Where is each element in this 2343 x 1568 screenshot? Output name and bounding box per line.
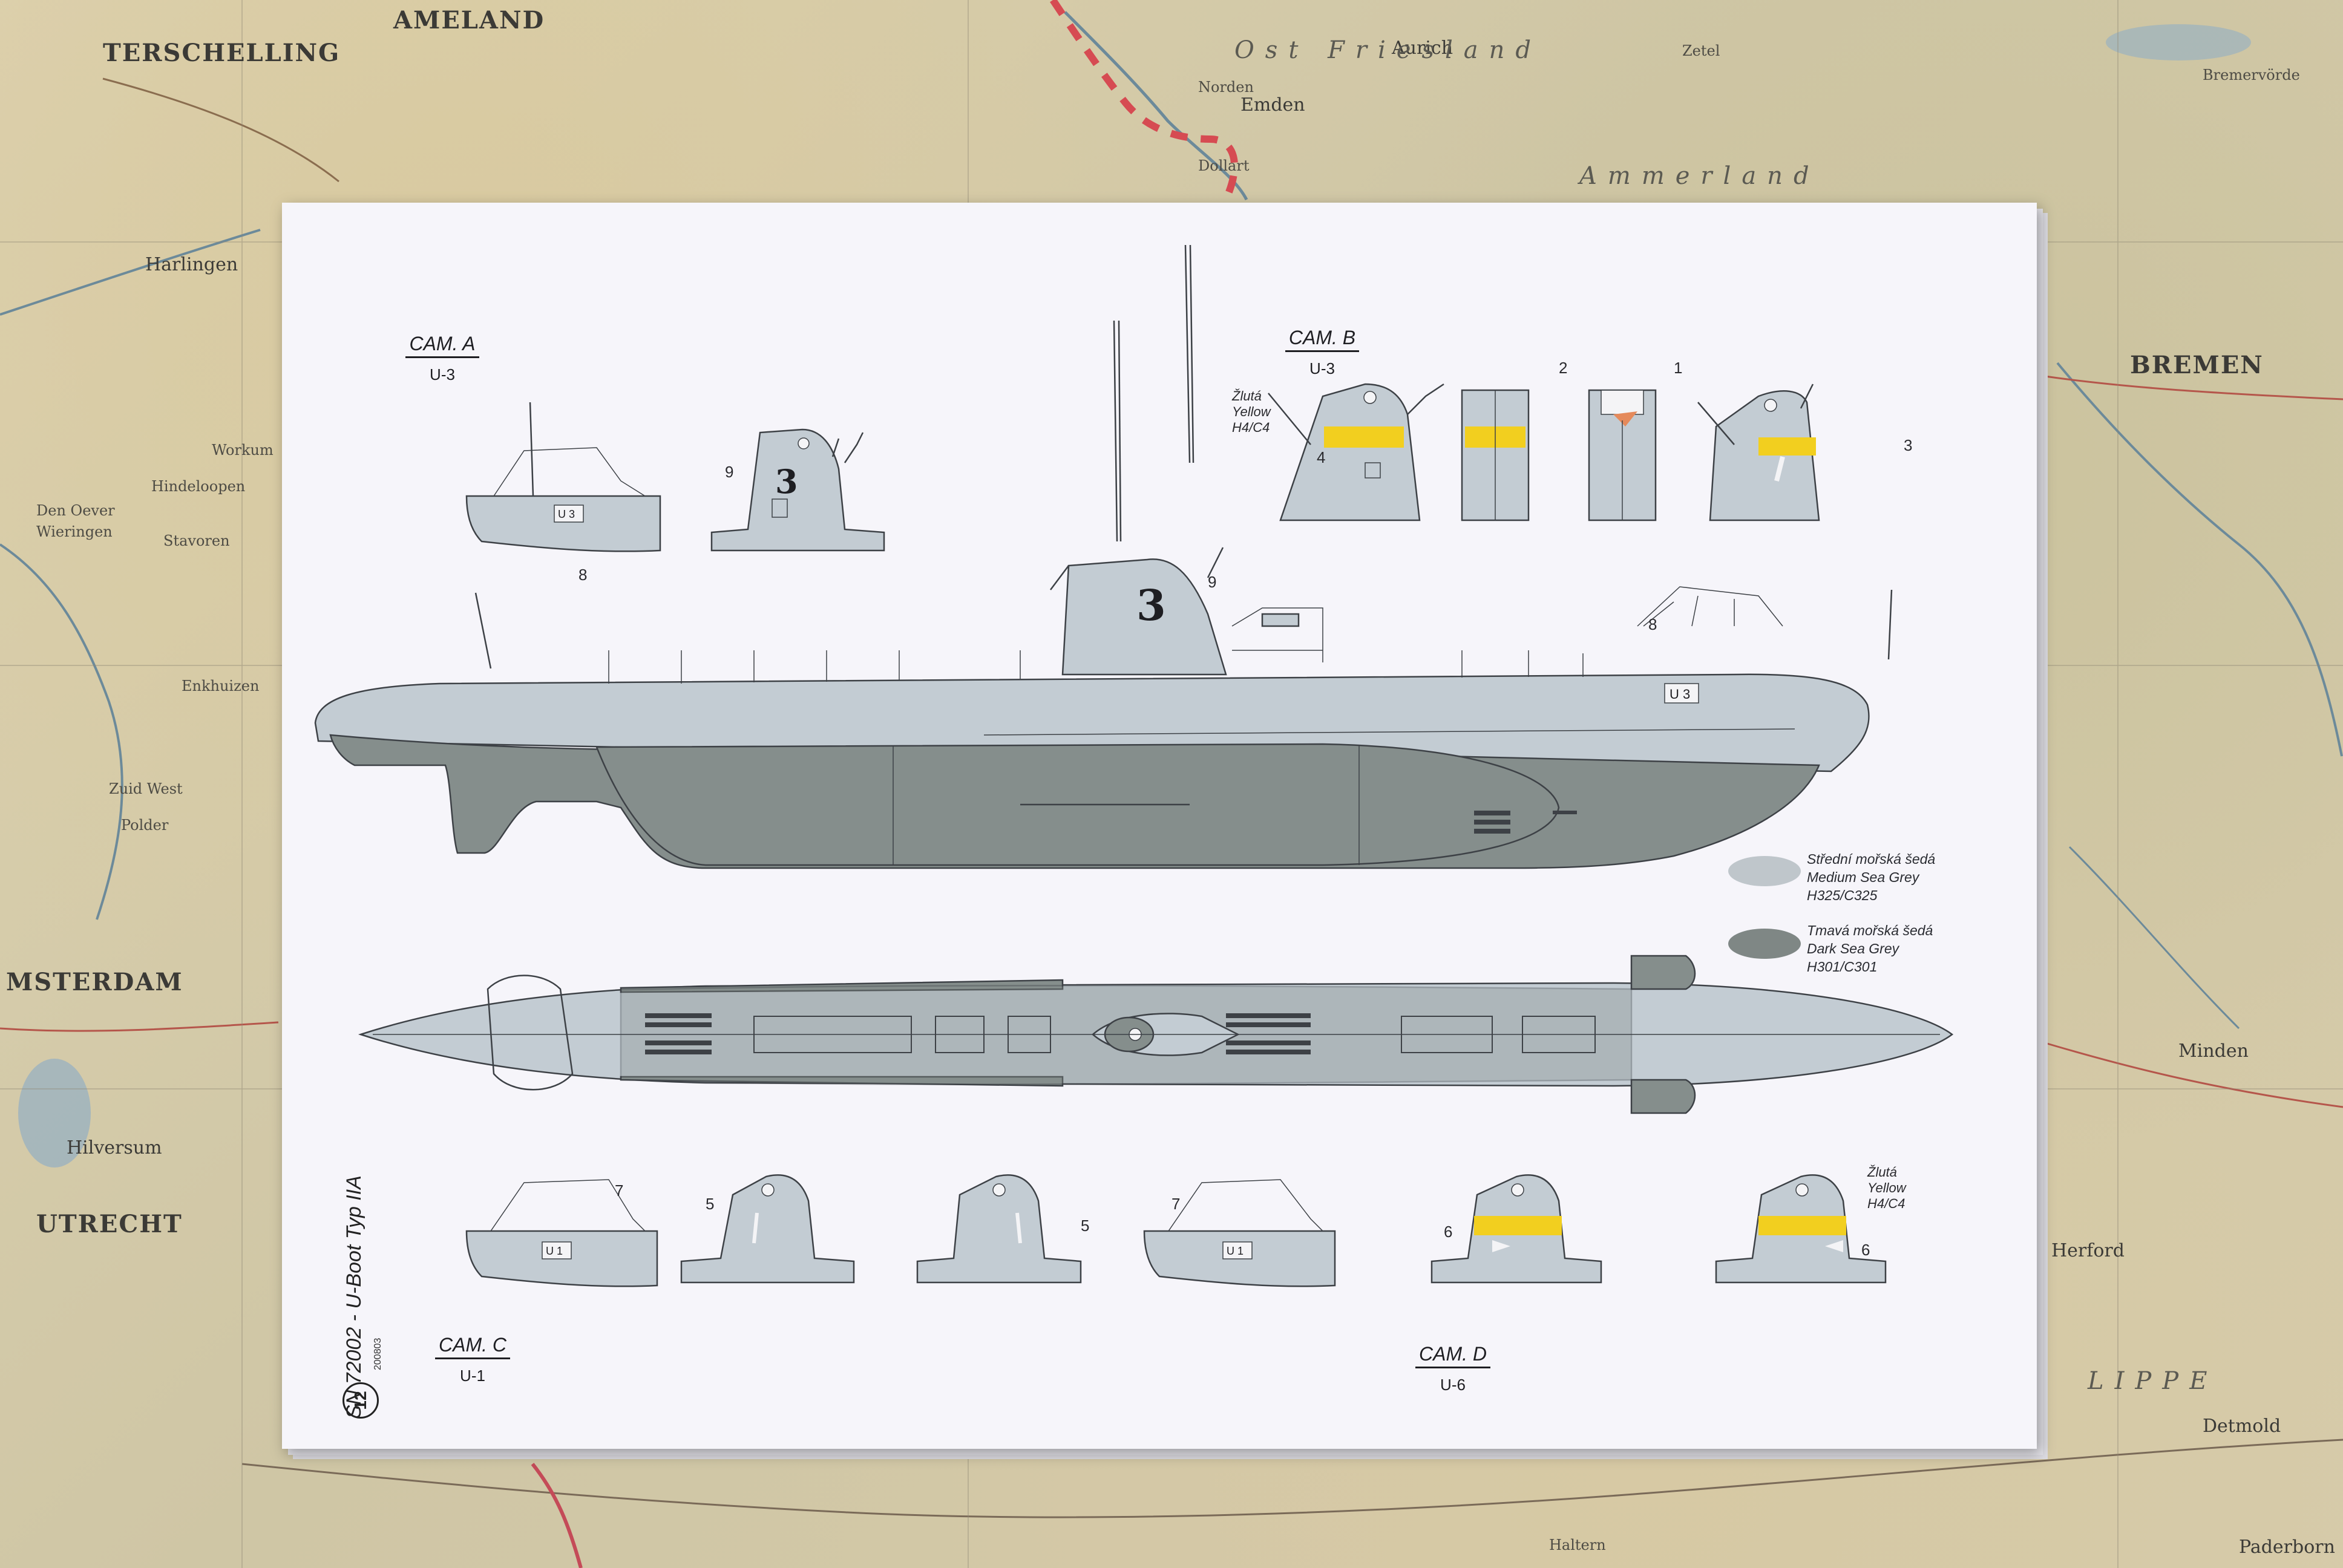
yellow-label-line: Žlutá bbox=[1232, 388, 1262, 403]
map-label: Emden bbox=[1240, 94, 1305, 116]
print-date: 200803 bbox=[373, 1338, 383, 1370]
legend-line: H325/C325 bbox=[1807, 887, 1878, 903]
callout-number: 2 bbox=[1559, 359, 1568, 377]
cam-b-label: CAM. B U-3 bbox=[1277, 327, 1368, 378]
map-label: Enkhuizen bbox=[182, 678, 260, 694]
top-view-submarine bbox=[358, 955, 1954, 1114]
callout-number: 7 bbox=[615, 1181, 624, 1200]
callout-number: 3 bbox=[1904, 436, 1913, 454]
map-label: Zetel bbox=[1682, 42, 1720, 59]
cam-b-towers bbox=[1268, 383, 1820, 521]
map-label: Norden bbox=[1198, 79, 1254, 96]
cam-boat: U-1 bbox=[460, 1367, 485, 1385]
cam-name: CAM. D bbox=[1415, 1343, 1490, 1368]
cam-c-label: CAM. C U-1 bbox=[427, 1334, 518, 1385]
callout-number: 9 bbox=[1208, 573, 1217, 591]
svg-text:U 1: U 1 bbox=[1227, 1245, 1244, 1257]
map-label: Hindeloopen bbox=[151, 478, 246, 495]
svg-text:3: 3 bbox=[775, 462, 798, 501]
hull-tag bbox=[1664, 683, 1699, 704]
cam-boat: U-3 bbox=[430, 365, 455, 384]
legend-line: H301/C301 bbox=[1807, 959, 1878, 975]
cam-boat: U-3 bbox=[1309, 359, 1335, 377]
legend-line: Medium Sea Grey bbox=[1807, 869, 1919, 885]
map-label: Wieringen bbox=[36, 523, 113, 540]
yellow-label-line: H4/C4 bbox=[1867, 1196, 1906, 1211]
map-label: Den Oever bbox=[36, 502, 115, 519]
map-label: Stavoren bbox=[163, 532, 230, 549]
map-label: Dollart bbox=[1198, 157, 1250, 174]
hull-number: 3 bbox=[1136, 580, 1166, 630]
callout-number: 1 bbox=[1674, 359, 1683, 377]
map-label: Detmold bbox=[2203, 1416, 2281, 1437]
callout-number: 9 bbox=[725, 463, 734, 481]
map-label: Aurich bbox=[1392, 38, 1453, 59]
legend-line: Dark Sea Grey bbox=[1807, 941, 1899, 956]
map-label: LIPPE bbox=[2088, 1367, 2218, 1395]
cam-name: CAM. B bbox=[1285, 327, 1360, 352]
map-label: Ammerland bbox=[1579, 162, 1820, 190]
yellow-label-line: Yellow bbox=[1867, 1180, 1906, 1195]
cam-a-tower-detail: 3 bbox=[710, 428, 885, 552]
side-profile-submarine bbox=[314, 244, 1893, 869]
yellow-label-line: Žlutá bbox=[1867, 1165, 1897, 1180]
callout-number: 5 bbox=[1081, 1217, 1090, 1235]
map-label: AMELAND bbox=[393, 6, 545, 34]
map-label: Haltern bbox=[1549, 1537, 1606, 1553]
callout-number: 4 bbox=[1317, 448, 1326, 466]
cam-c-details: U 1 U 1 bbox=[465, 1174, 1336, 1287]
yellow-label-cam-b: Žlutá Yellow H4/C4 bbox=[1232, 388, 1271, 436]
cam-name: CAM. A bbox=[405, 333, 479, 358]
map-label: Harlingen bbox=[145, 254, 238, 275]
legend-line: Střední mořská šedá bbox=[1807, 851, 1936, 867]
map-label: UTRECHT bbox=[36, 1210, 183, 1238]
map-label: Bremervörde bbox=[2203, 67, 2300, 83]
cam-d-label: CAM. D U-6 bbox=[1407, 1343, 1498, 1394]
callout-number: 8 bbox=[578, 566, 588, 584]
map-label: MSTERDAM bbox=[6, 968, 183, 996]
callout-number: 7 bbox=[1172, 1195, 1181, 1213]
drawings: .ms { fill: #c3ccd3; stroke: #3d4146; st… bbox=[314, 244, 1954, 1287]
callout-number: 8 bbox=[1648, 615, 1657, 633]
svg-text:U 1: U 1 bbox=[546, 1245, 563, 1257]
map-label: Hilversum bbox=[67, 1137, 162, 1158]
yellow-label-cam-d: Žlutá Yellow H4/C4 bbox=[1867, 1165, 1906, 1212]
decal-instruction-sheet: CAM. A U-3 CAM. B U-3 CAM. C U-1 CAM. D … bbox=[282, 203, 2037, 1449]
cam-a-label: CAM. A U-3 bbox=[397, 333, 488, 384]
cam-a-stern-detail: U 3 bbox=[465, 402, 661, 552]
legend-line: Tmavá mořská šedá bbox=[1807, 923, 1933, 938]
callout-number: 6 bbox=[1444, 1223, 1453, 1241]
callout-number: 6 bbox=[1861, 1241, 1870, 1259]
map-label: Polder bbox=[121, 817, 169, 834]
legend-dark-sea-grey: Tmavá mořská šedá Dark Sea Grey H301/C30… bbox=[1807, 921, 1933, 976]
swatch-medium-sea-grey bbox=[1728, 856, 1801, 886]
map-label: Herford bbox=[2051, 1240, 2125, 1261]
cam-d-details bbox=[1430, 1174, 1887, 1284]
hull-tag-text: U 3 bbox=[1670, 687, 1690, 702]
cam-name: CAM. C bbox=[435, 1334, 510, 1359]
cam-boat: U-6 bbox=[1440, 1376, 1466, 1394]
yellow-label-line: Yellow bbox=[1232, 404, 1271, 419]
callout-number: 5 bbox=[706, 1195, 715, 1213]
map-label: Ost Friesland bbox=[1234, 36, 1542, 64]
svg-text:U 3: U 3 bbox=[558, 508, 575, 520]
map-label: TERSCHELLING bbox=[103, 39, 341, 67]
page-number-badge: 12 bbox=[342, 1382, 379, 1419]
yellow-label-line: H4/C4 bbox=[1232, 420, 1270, 435]
map-label: Zuid West bbox=[109, 780, 183, 797]
map-label: Minden bbox=[2178, 1040, 2249, 1062]
map-label: Workum bbox=[212, 442, 274, 459]
map-label: BREMEN bbox=[2130, 351, 2264, 379]
map-label: Paderborn bbox=[2239, 1537, 2335, 1558]
legend-medium-sea-grey: Střední mořská šedá Medium Sea Grey H325… bbox=[1807, 850, 1935, 904]
swatch-dark-sea-grey bbox=[1728, 929, 1801, 959]
